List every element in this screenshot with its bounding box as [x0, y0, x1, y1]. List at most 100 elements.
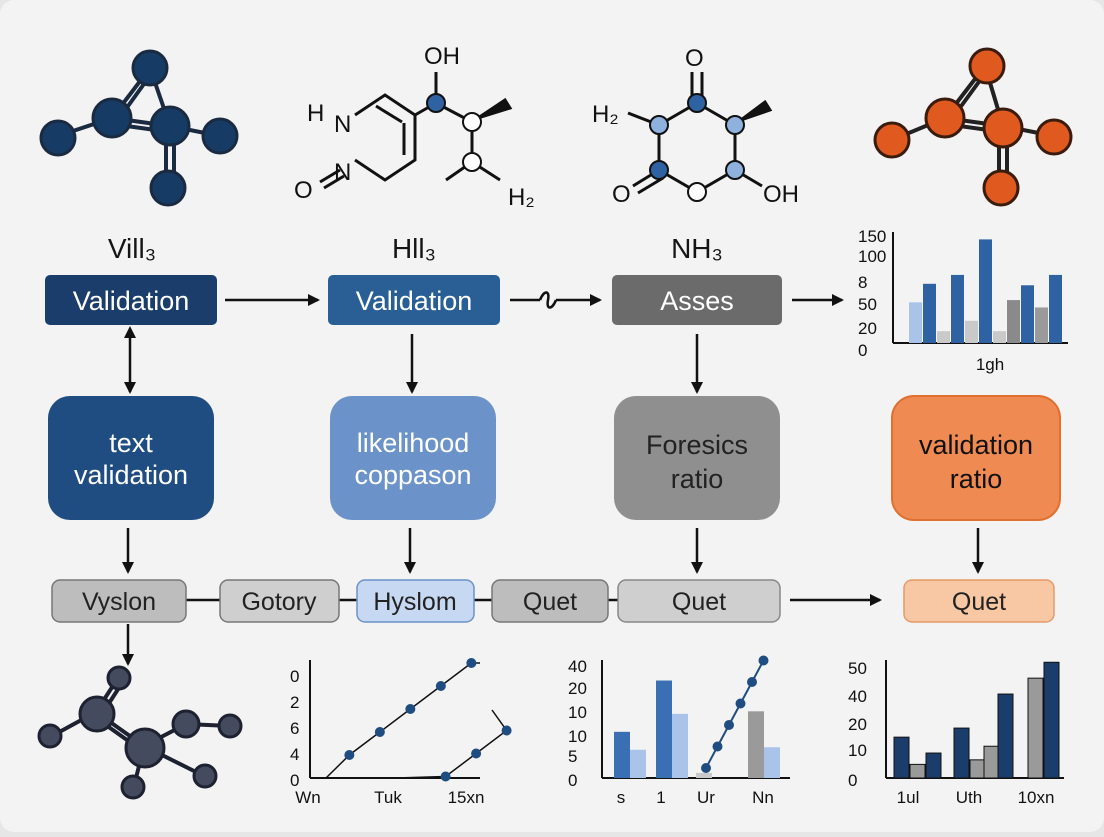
molecule-4-icon: [873, 47, 1073, 207]
chart3-ytick-label: 10: [568, 703, 587, 722]
chart2-series-2-point: [501, 725, 512, 736]
molecule-3-label: NH₃: [671, 233, 723, 264]
chart4-ytick-label: 20: [848, 715, 867, 734]
chart3-xtick-label: 1: [656, 788, 665, 807]
pill-hyslom[interactable]: Hyslom: [356, 579, 475, 623]
pill-quet-1[interactable]: Quet: [491, 579, 609, 623]
chart4-bar: [953, 727, 970, 779]
pill-quet-3[interactable]: Quet: [903, 579, 1055, 623]
chart3-ytick-label: 10: [568, 727, 587, 746]
chart3-line-point: [735, 698, 746, 709]
pill-quet-2-label: Quet: [672, 588, 726, 616]
chart1-bar: [923, 283, 936, 343]
chart3-ytick-label: 0: [568, 771, 577, 790]
chart3-line-point: [747, 677, 757, 687]
step-box-likelihood[interactable]: likelihood coppason: [330, 396, 496, 520]
chart2-xtick-label: Tuk: [374, 788, 402, 807]
pill-quet-2[interactable]: Quet: [617, 579, 781, 623]
chart2-series-1-point: [344, 750, 355, 760]
step-box-validation-1-label: Validation: [73, 286, 190, 316]
chart4-ytick-label: 50: [848, 659, 867, 678]
row2-arrows: [122, 528, 984, 574]
pill-gotory[interactable]: Gotory: [219, 579, 340, 623]
chart4-bar: [909, 763, 926, 779]
chart1-bar: [1049, 274, 1062, 343]
chart1-bar: [979, 239, 992, 343]
step-box-foresics[interactable]: Foresics ratio: [614, 396, 780, 520]
molecule-1-label: Vill₃: [108, 233, 156, 264]
molecule-2-structure: [319, 72, 513, 190]
molecule-1-icon: [39, 49, 239, 207]
step-box-foresics-line1: Foresics: [646, 430, 748, 460]
chart2-series-1-point: [466, 658, 477, 668]
pill-gotory-label: Gotory: [241, 588, 317, 616]
pill-quet-1-label: Quet: [523, 588, 577, 616]
chart4-bar: [1043, 661, 1060, 779]
chart3-line-point: [712, 741, 723, 752]
chart4-bar: [983, 745, 1000, 779]
pill-hyslom-label: Hyslom: [373, 588, 456, 616]
chart4-ytick-label: 10: [848, 741, 867, 760]
step-box-asses[interactable]: Asses: [612, 275, 782, 325]
step-box-asses-label: Asses: [660, 286, 734, 316]
chart2-series-1-point: [374, 727, 385, 737]
chart1-xtick-label: 1gh: [976, 355, 1004, 374]
chart4-bar: [969, 759, 986, 779]
chart3-bar: [656, 680, 672, 778]
row1-arrows: [124, 291, 844, 394]
chart2-series-1-line: [325, 662, 480, 779]
chart4-bar: [1027, 677, 1044, 779]
chart1-bar: [1035, 307, 1048, 343]
step-box-text-validation[interactable]: text validation: [48, 396, 214, 520]
chart3-line-point: [701, 763, 711, 773]
chart4-ytick-label: 0: [848, 771, 857, 790]
pill-vyslon[interactable]: Vyslon: [51, 579, 187, 623]
molecule-2-atom-o: O: [294, 177, 313, 204]
chart1-ytick-label: 100: [858, 247, 886, 266]
pill-quet-3-label: Quet: [952, 588, 1006, 616]
chart3-ytick-label: 40: [568, 657, 587, 676]
chart1-ytick-label: 20: [858, 319, 877, 338]
chart3-bar: [630, 749, 646, 778]
step-box-foresics-line2: ratio: [671, 464, 724, 494]
chart2-series-1-point: [405, 704, 416, 714]
chart2-series-2-point: [471, 748, 482, 759]
molecule-3-atom-o-left: O: [612, 181, 631, 208]
molecule-5-icon: [37, 665, 243, 800]
step-box-validation-ratio-line2: ratio: [950, 464, 1003, 494]
molecule-3-atom-h2: H₂: [592, 101, 619, 128]
chart1-bar: [937, 331, 950, 343]
chart1-bar: [1007, 300, 1020, 343]
chart1-ytick-label: 50: [858, 295, 877, 314]
chart3-bar: [748, 711, 764, 778]
step-box-validation-ratio[interactable]: validation ratio: [891, 395, 1061, 521]
row3-connectors: [122, 594, 882, 666]
chart3-line-point: [758, 655, 769, 666]
chart1-bar: [951, 274, 964, 343]
molecule-2-atom-n1: N: [334, 111, 351, 138]
pill-vyslon-label: Vyslon: [82, 588, 156, 616]
chart2-xtick-label: 15xn: [448, 788, 485, 807]
chart1-bar: [993, 331, 1006, 343]
step-box-validation-2[interactable]: Validation: [328, 275, 500, 325]
chart1-ytick-label: 150: [858, 227, 886, 246]
chart4-bar: [997, 693, 1014, 779]
chart3-line-point: [724, 720, 734, 730]
chart2-series-2-point: [440, 771, 451, 782]
molecule-3-structure: [627, 72, 773, 202]
chart1-ytick-label: 8: [858, 273, 867, 292]
chart2-ytick-label: 0: [290, 667, 299, 686]
chart3-bar: [672, 713, 688, 778]
chart2-ytick-label: 6: [290, 719, 299, 738]
step-box-validation-1[interactable]: Validation: [45, 275, 217, 325]
chart4-bar: [925, 752, 942, 779]
chart1-bar: [965, 320, 978, 343]
step-box-likelihood-line2: coppason: [354, 460, 471, 490]
chart3-ytick-label: 20: [568, 679, 587, 698]
chart2-xtick-label: Wn: [295, 788, 321, 807]
